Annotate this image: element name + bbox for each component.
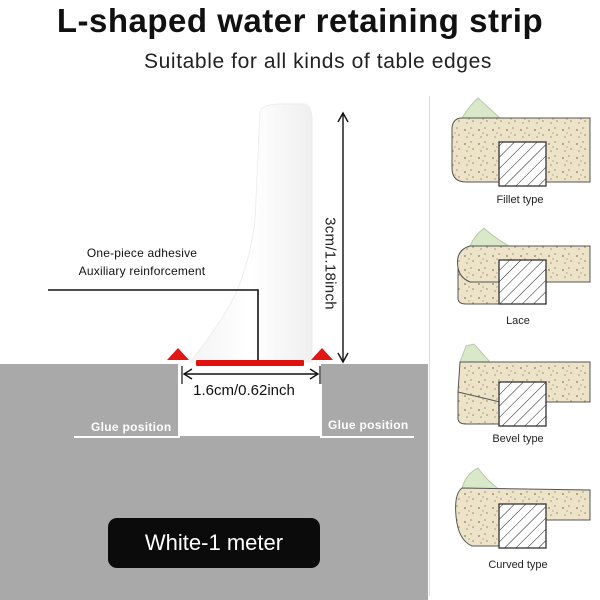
curved-type-illustration <box>455 467 591 549</box>
right-glue-triangle <box>311 348 333 360</box>
panel-divider <box>429 96 430 596</box>
callout-line-2: Auxiliary reinforcement <box>78 264 206 278</box>
width-dimension-label: 1.6cm/0.62inch <box>193 382 295 399</box>
bevel-type-illustration <box>457 343 591 427</box>
lace-type-illustration <box>457 227 591 305</box>
page-subtitle: Suitable for all kinds of table edges <box>144 50 492 73</box>
edge-type-label-fillet: Fillet type <box>496 194 544 206</box>
strip-slot <box>178 364 321 436</box>
edge-type-label-curved: Curved type <box>488 559 548 571</box>
right-glue-bracket <box>320 384 414 438</box>
fillet-type-illustration <box>451 97 591 187</box>
callout-text: One-piece adhesive Auxiliary reinforceme… <box>57 244 227 280</box>
page-title: L-shaped water retaining strip <box>56 2 544 39</box>
left-glue-triangle <box>167 348 189 360</box>
left-glue-bracket <box>74 384 180 438</box>
edge-type-label-lace: Lace <box>506 315 530 327</box>
edge-type-label-bevel: Bevel type <box>492 433 544 445</box>
glue-position-left-label: Glue position <box>91 420 172 434</box>
product-badge: White-1 meter <box>108 518 320 568</box>
callout-line-1: One-piece adhesive <box>86 246 198 260</box>
glue-position-right-label: Glue position <box>328 418 409 432</box>
slot-adhesive-bar <box>196 360 304 366</box>
